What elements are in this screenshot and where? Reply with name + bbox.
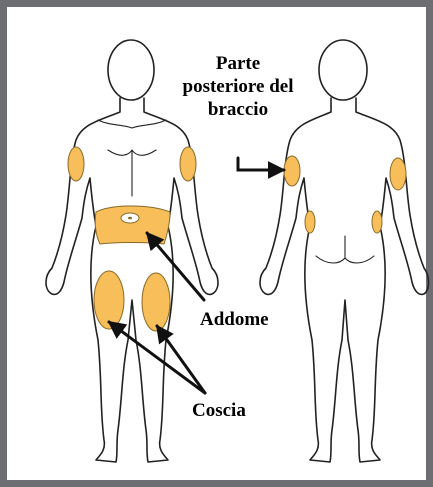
back-left-hip-site [305,211,315,233]
back-body-outline [260,98,429,462]
back-of-arm-label-line-1: Parte [168,52,308,75]
back-of-arm-arrow [238,158,284,170]
back-of-arm-label-line-2: posteriore del [168,75,308,98]
back-head [319,40,367,100]
front-right-upper-arm-site [180,147,196,181]
back-right-hip-site [372,211,382,233]
front-right-thigh-site [142,273,170,331]
back-spine-line [316,236,374,263]
back-left-upper-arm-site [284,156,300,186]
back-injection-sites [284,156,406,233]
back-of-arm-label-line-3: braccio [168,98,308,121]
pointer-arrows [109,158,284,393]
back-right-upper-arm-site [390,158,406,190]
front-left-upper-arm-site [68,147,84,181]
front-head [108,40,154,100]
front-chest-lines [98,120,166,196]
navel-icon [121,213,139,223]
front-left-thigh-site [94,271,124,329]
thigh-arrow-left [109,322,205,393]
abdomen-site [95,206,170,244]
thigh-label: Coscia [192,399,246,422]
abdomen-label: Addome [200,308,269,331]
back-of-arm-label: Parte posteriore del braccio [168,52,308,121]
